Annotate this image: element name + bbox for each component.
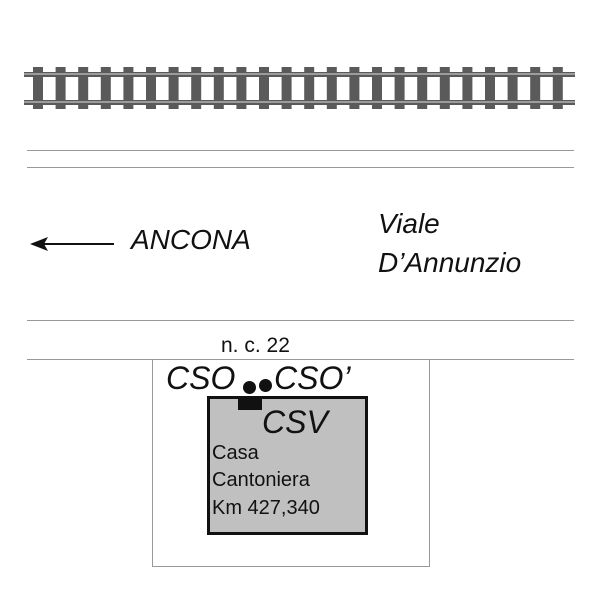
track-sleeper xyxy=(326,67,337,109)
track-sleeper xyxy=(485,67,495,109)
label-cso: CSO xyxy=(166,360,236,396)
track-sleeper xyxy=(530,67,541,109)
meter-block xyxy=(238,396,262,410)
road-edge-bottom-2 xyxy=(27,359,574,360)
building-line1: Casa xyxy=(212,442,259,464)
track-sleeper xyxy=(439,67,450,109)
street-name-line1: Viale xyxy=(378,208,440,239)
track-sleeper xyxy=(259,67,269,109)
lot-boundary xyxy=(152,359,430,567)
building xyxy=(207,396,368,535)
track-sleeper xyxy=(191,67,202,109)
street-name-line2: D’Annunzio xyxy=(378,247,522,278)
railway-track xyxy=(24,67,575,109)
track-sleeper xyxy=(213,67,224,109)
track-sleeper xyxy=(100,67,111,109)
road-edge-bottom-1 xyxy=(27,320,574,321)
road-edge-top-1 xyxy=(27,150,574,151)
track-sleeper xyxy=(394,67,405,109)
building-line2: Cantoniera xyxy=(212,469,310,491)
track-sleeper xyxy=(146,67,156,109)
track-sleeper xyxy=(552,67,563,109)
track-sleeper xyxy=(33,67,43,109)
label-csv: CSV xyxy=(262,404,328,440)
track-sleeper xyxy=(168,67,179,109)
track-sleeper xyxy=(462,67,473,109)
road-edge-top-2 xyxy=(27,167,574,168)
track-sleeper xyxy=(123,67,134,109)
connection-dot-2 xyxy=(259,379,272,392)
label-cso-prime: CSO’ xyxy=(274,360,351,396)
house-number: n. c. 22 xyxy=(221,334,290,357)
track-sleeper xyxy=(78,67,89,109)
track-sleeper xyxy=(281,67,292,109)
track-sleeper xyxy=(372,67,382,109)
track-sleeper xyxy=(507,67,518,109)
track-sleeper xyxy=(349,67,360,109)
track-sleeper xyxy=(304,67,315,109)
track-sleeper xyxy=(417,67,428,109)
arrow-left-icon xyxy=(30,237,114,251)
track-sleeper xyxy=(55,67,66,109)
connection-dot-1 xyxy=(243,381,256,394)
track-sleeper xyxy=(236,67,247,109)
building-line3: Km 427,340 xyxy=(212,497,320,519)
direction-label: ANCONA xyxy=(131,224,251,255)
